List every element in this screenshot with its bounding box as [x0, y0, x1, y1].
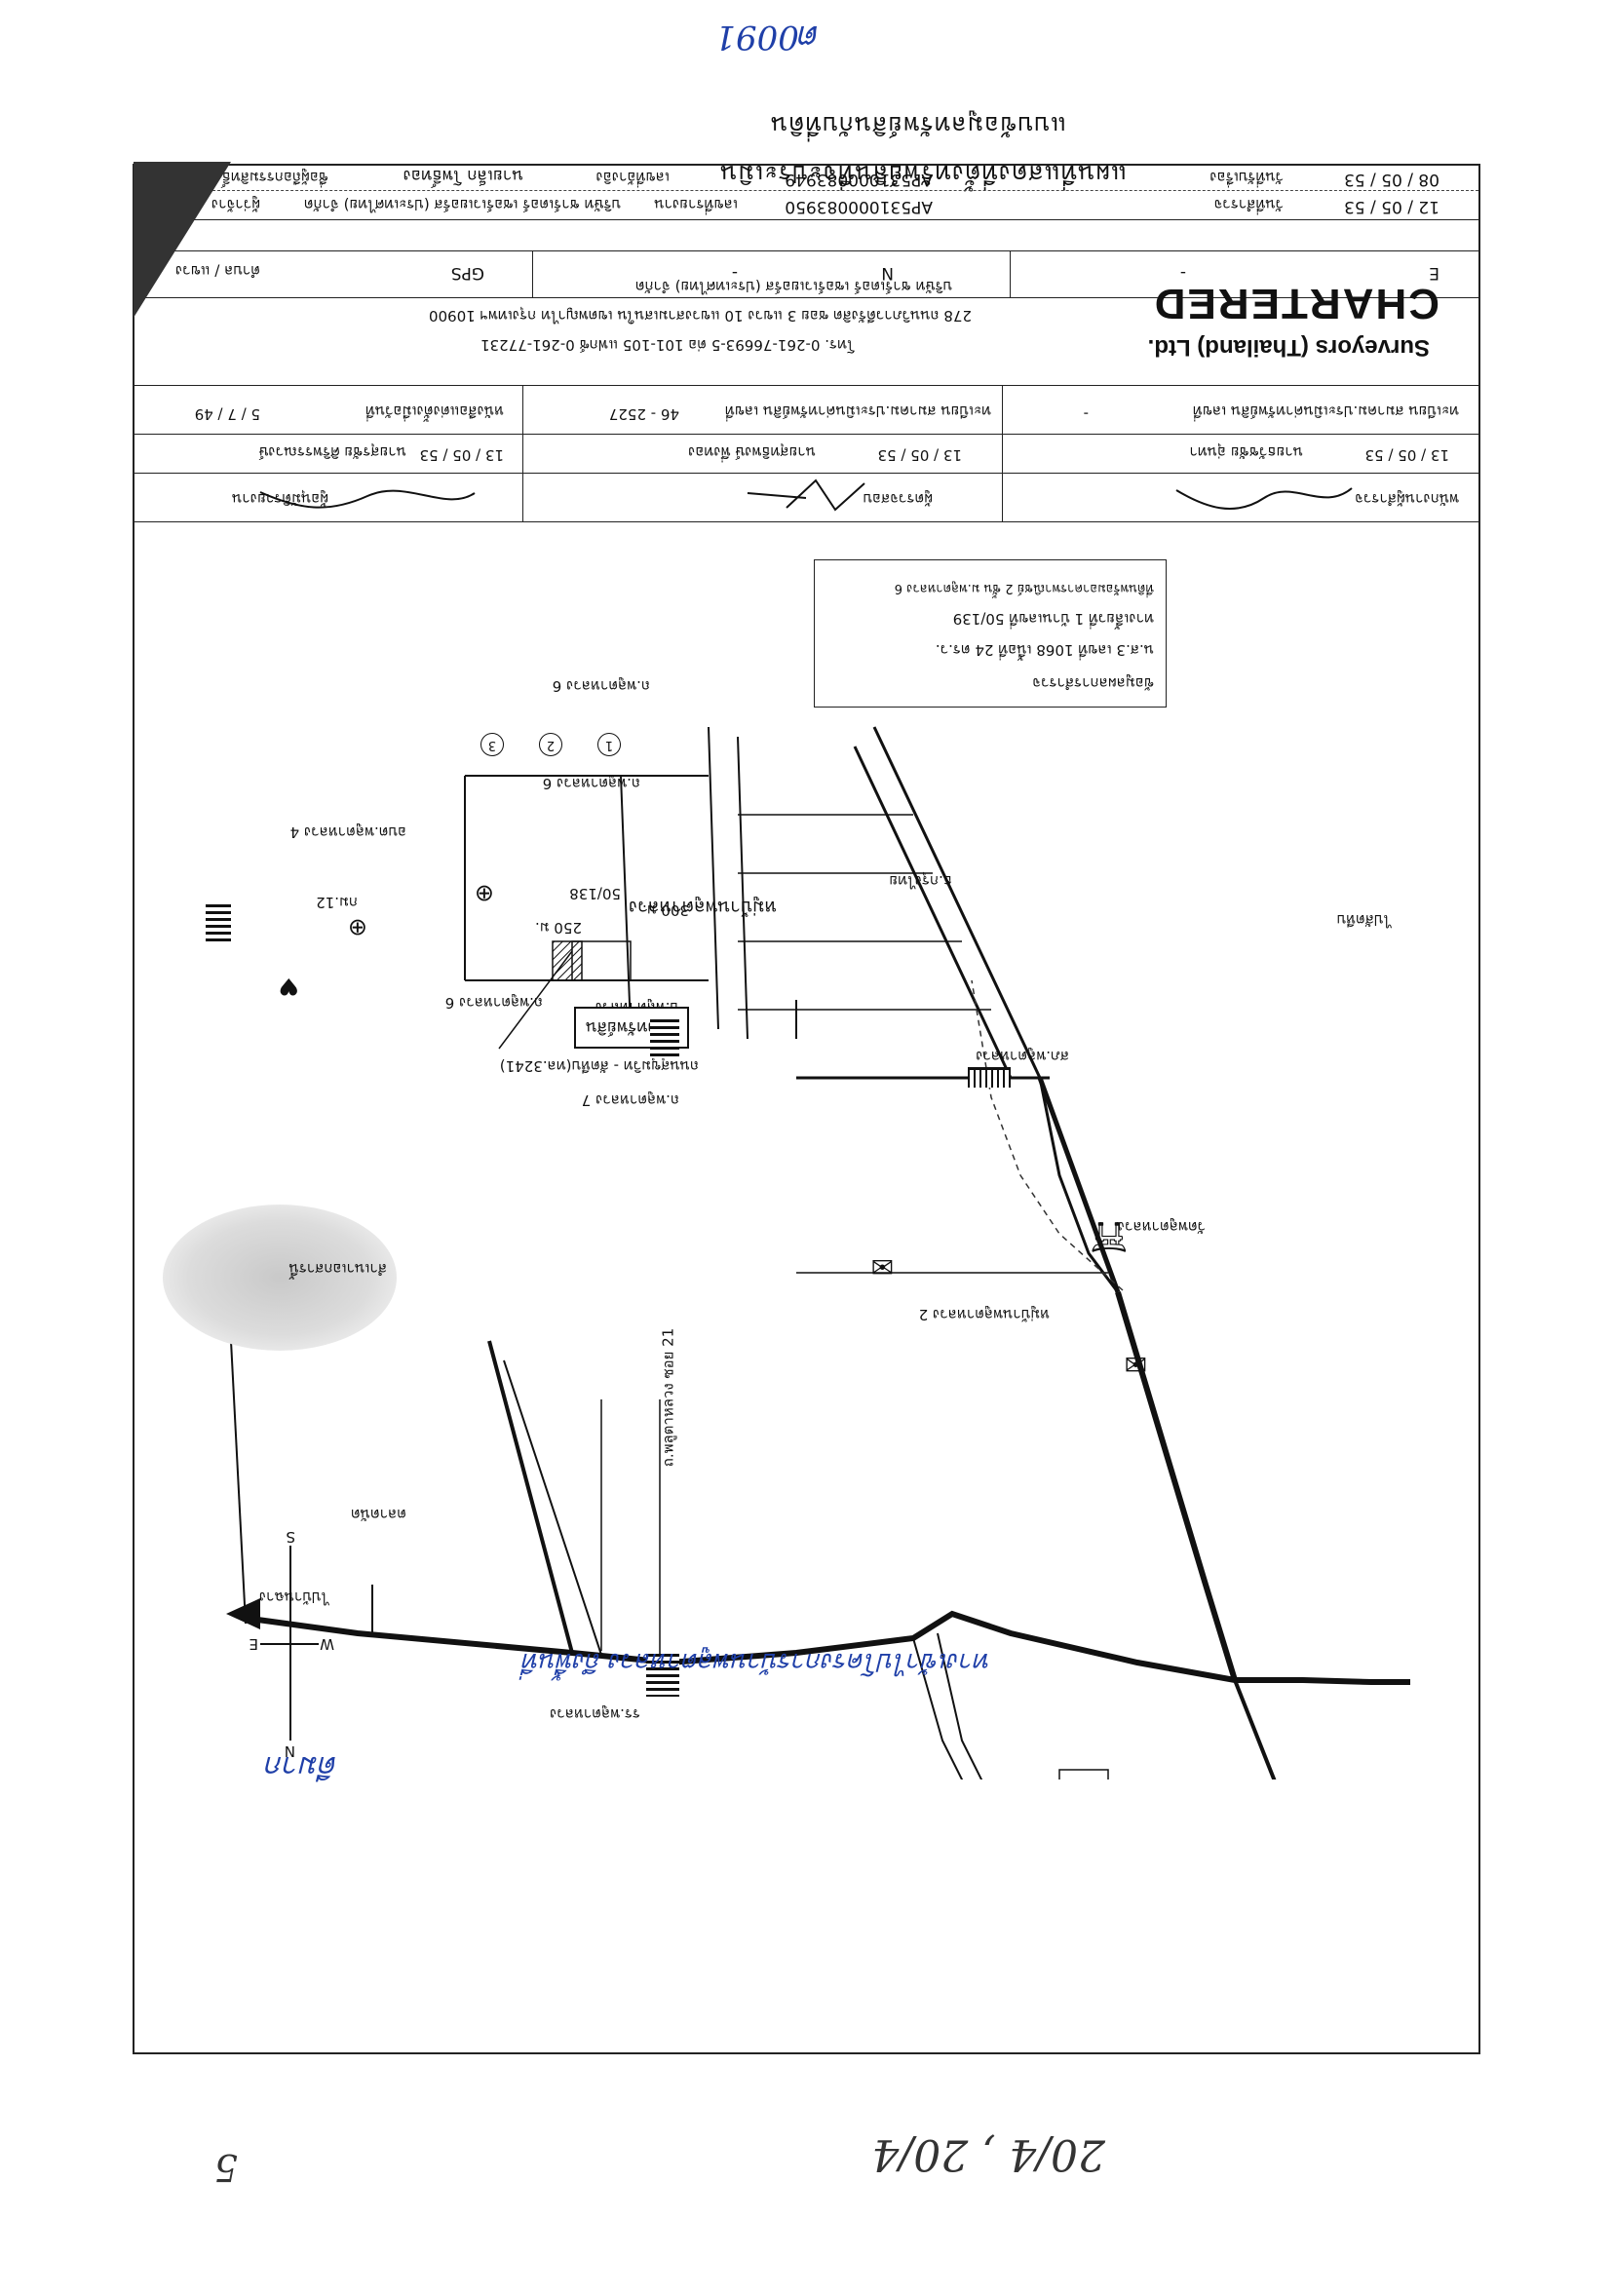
road-label-soi7: ถ.พลูตาหลวง 7: [581, 1091, 679, 1109]
approver-signature: [259, 489, 476, 509]
gps-label: GPS: [450, 263, 484, 283]
owner-value: นายเล็ก โพธิ์ทอง: [403, 166, 523, 185]
report-no-value: AP531000083950: [785, 197, 933, 216]
license1-value: -: [1083, 405, 1089, 423]
handwritten-signoff: ดีมาก: [265, 1749, 338, 1783]
bank-icon: ⊕: [474, 880, 494, 907]
license2-label: ทะเบียน สมาคม.ประเมินค่าทรัพย์สิน เลขที่: [724, 402, 991, 420]
place-police: สภ.พลูตาหลวง: [976, 1048, 1069, 1065]
ref-value: AP531000083949: [785, 170, 933, 189]
road-label-soi21: ถ.พลูตาหลวง ซอย 21: [659, 1327, 677, 1468]
distance-250: 250 ม.: [534, 919, 582, 937]
lot-marker-2: 2: [539, 733, 562, 756]
info-row-divider-3: [134, 190, 1478, 191]
km-marker-label: กม.12: [316, 894, 358, 911]
legend-line-3: น.ส.3 เลขที่ 1068 เนื้อที่ 24 ตร.ว.: [935, 641, 1154, 659]
signature-col-1: [1002, 386, 1003, 522]
lot-row-label: ถ.พลูตาหลวง 6: [542, 775, 640, 792]
handwritten-bottom-dates: 20/4 , 20/4: [871, 2129, 1105, 2179]
surveyor-date: 13 / 05 / 53: [1364, 446, 1449, 464]
project-name: หมู่บ้านพลูตาหลวง: [628, 897, 777, 918]
license2-value: 46 - 2527: [608, 405, 679, 423]
company-phone: โทร. 0-261-76693-5 ต่อ 101-105 แฟกซ์ 0-2…: [480, 336, 855, 354]
checker-date: 13 / 05 / 53: [877, 446, 962, 464]
info-row-divider-1: [134, 250, 1478, 251]
gas-station-icon: ⊕: [347, 914, 367, 941]
company-address: 278 ถนนวิภาวดีรังสิต ซอย 3 แขวง 10 แขวงส…: [429, 307, 972, 325]
compass-s: S: [286, 1528, 295, 1546]
lot-marker-1: 1: [597, 733, 621, 756]
company-brand-sub: Surveyors (Thailand) Ltd.: [1147, 334, 1430, 361]
survey-date-label: วันที่สำรวจ: [1213, 196, 1284, 213]
gps-col-divider-2: [1010, 251, 1011, 298]
approver-name: นายสุรชัย ศิริพรรณวงษ์: [258, 443, 406, 461]
mosque-icon: ♥: [278, 973, 299, 1000]
surveyor-label: พนักงานผู้สำรวจ: [1355, 490, 1459, 508]
report-no-label: เลขที่รายงาน: [654, 196, 738, 213]
document-title: แบบข้อมูลทรัพย์สินกับที่ดิน: [770, 111, 1066, 139]
checker-signature: [747, 478, 865, 512]
document-frame: ชื่อผู้ถือกรรมสิทธิ์ นายเล็ก โพธิ์ทอง เล…: [133, 162, 1480, 2054]
mail-icon-1: ✉: [1124, 1348, 1147, 1380]
location-map: [226, 726, 1410, 1779]
compass-e: E: [249, 1635, 258, 1653]
place-temple: วัดพลูตาหลวง: [1117, 1218, 1206, 1236]
stamp-text: สำเนาเอกสารนี้: [288, 1260, 388, 1278]
surveyor-signature: [1175, 487, 1353, 510]
survey-date-value: 12 / 05 / 53: [1344, 197, 1439, 216]
place-office: อบต.พลูตาหลวง 4: [289, 823, 406, 841]
legend-line-2: ทางเลี้ยวที่ 1 บ้านเลขที่ 50/139: [952, 610, 1154, 628]
corner-hatch-mark: [134, 162, 231, 318]
info-row-divider-2: [134, 219, 1478, 220]
office-building-icon: [206, 904, 231, 941]
compass-w: W: [320, 1635, 334, 1653]
place-school: รร.พลูตาหลวง: [550, 1705, 640, 1723]
signature-row-3: [134, 434, 1478, 435]
building-icon: [650, 1019, 679, 1058]
surveyor-name: นายธวัชชัย อุ่นทา: [1189, 443, 1303, 461]
legend-line-1: ที่ดินพร้อมอาคารพาณิชย์ 2 ชั้น ม.พลูตาหล…: [894, 581, 1154, 595]
road-label-soi6b: ถ.พลูตาหลวง 6: [444, 994, 543, 1012]
gps-col-divider-1: [532, 251, 533, 298]
police-icon: [968, 1067, 1011, 1088]
handwritten-road-note: ทางเข้าไปโครงการบ้านพลูตาหลวง ถึงพื้นที่: [522, 1647, 991, 1676]
handwritten-bottom-mark: 5: [213, 2146, 238, 2189]
market-label: ตลาดนัด: [350, 1506, 406, 1523]
mail-icon-2: ✉: [870, 1250, 894, 1282]
received-date-label: วันที่รับเรื่อง: [1209, 169, 1284, 186]
road-label-left: ไปสัตหีบ: [1336, 911, 1391, 929]
unit-number: 50/138: [569, 885, 621, 902]
signature-col-2: [522, 386, 523, 522]
legend-box: ข้อมูลผลการสำรวจ น.ส.3 เลขที่ 1068 เนื้อ…: [814, 559, 1167, 708]
road-label-soi6: ถ.พลูตาหลวง 6: [552, 677, 650, 695]
ref-label: เลขที่อ้างอิง: [595, 169, 670, 186]
company-brand: CHARTERED: [1152, 280, 1439, 327]
place-bank: ธ.กรุงไทย: [889, 872, 952, 890]
license3-label: หนังสือแต่งตั้งเมื่อวันที่: [365, 402, 504, 420]
approver-date: 13 / 05 / 53: [419, 446, 504, 464]
received-date-value: 08 / 05 / 53: [1344, 170, 1439, 189]
owner-label: ชื่อผู้ถือกรรมสิทธิ์: [221, 169, 328, 186]
compass-rose: N S E W: [231, 1528, 348, 1760]
company-name-th: บริษัท ชาร์เตอร์ เซอร์เวเยอร์ส (ประเทศไท…: [634, 278, 952, 295]
legend-line-4: ข้อมูลผลการสำรวจ: [1032, 674, 1154, 692]
license3-value: 5 / 7 / 49: [194, 405, 260, 423]
handwritten-ref-number: ต0091: [714, 18, 821, 57]
temple-icon: ⛩: [1090, 1219, 1128, 1253]
checker-name: นายสุทธิพงษ์ พึ่งทอง: [688, 443, 816, 461]
sub-project-name: หมู่บ้านพลูตาหลวง 2: [918, 1306, 1050, 1323]
signature-row-bottom: [134, 385, 1478, 386]
license1-label: ทะเบียน สมาคม.ประเมินค่าทรัพย์สิน เลขที่: [1192, 402, 1459, 420]
signature-row-top: [134, 521, 1478, 522]
client-value: บริษัท ชาร์เตอร์ เซอร์เวเยอร์ส (ประเทศไท…: [303, 196, 621, 213]
lot-marker-3: 3: [480, 733, 504, 756]
